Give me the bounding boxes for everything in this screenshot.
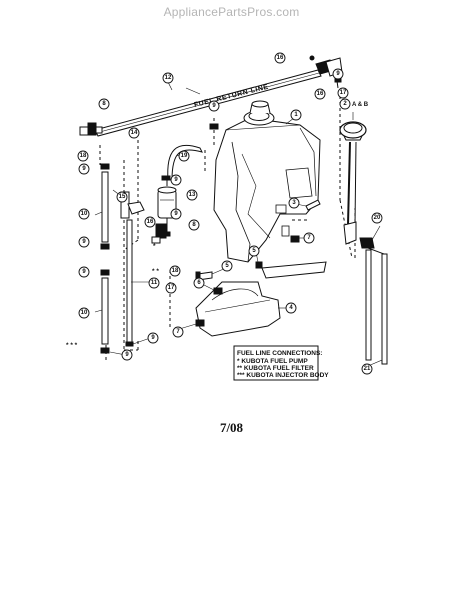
callout-5b: 5 <box>252 248 256 254</box>
callout-9e: 9 <box>82 166 86 172</box>
callout-9i: 9 <box>125 352 129 358</box>
callout-16c: 16 <box>317 91 324 97</box>
callout-19: 19 <box>181 153 188 159</box>
marker-single: * <box>153 243 156 250</box>
marker-double: * * <box>152 268 159 275</box>
callout-5: 5 <box>225 263 229 269</box>
fuel-return-line <box>94 69 322 137</box>
callout-12: 12 <box>165 75 172 81</box>
callout-14: 14 <box>131 130 138 136</box>
callout-9g: 9 <box>82 269 86 275</box>
callout-16a: 16 <box>147 219 154 225</box>
fuel-line-left-lower <box>101 277 109 345</box>
legend-line-1: * KUBOTA FUEL PUMP <box>237 358 308 365</box>
marker-triple: * * * <box>66 342 78 349</box>
fuel-line-left-upper <box>101 171 109 243</box>
callout-2-suffix: A & B <box>352 102 369 108</box>
callout-7b: 7 <box>176 329 180 335</box>
fuel-pump-assembly <box>120 191 167 244</box>
callout-3: 3 <box>292 200 296 206</box>
callout-9c: 9 <box>212 103 216 109</box>
callout-9h: 9 <box>151 335 155 341</box>
callout-8: 8 <box>102 101 106 107</box>
date-code: 7/08 <box>219 420 244 435</box>
callout-7: 7 <box>307 235 311 241</box>
vent-tube <box>167 144 203 181</box>
callout-18b: 18 <box>172 268 179 274</box>
tank-filler-neck <box>243 100 275 126</box>
fuel-tank <box>213 117 321 263</box>
legend-box: FUEL LINE CONNECTIONS: * KUBOTA FUEL PUM… <box>233 345 329 381</box>
callout-16b: 16 <box>277 55 284 61</box>
callout-20: 20 <box>374 215 381 221</box>
callout-4: 4 <box>289 305 293 311</box>
callout-10b: 10 <box>81 310 88 316</box>
fuel-gauge-cap <box>339 121 367 245</box>
tank-bracket <box>195 261 327 337</box>
return-line-left-fittings <box>79 122 103 136</box>
callout-15: 15 <box>119 194 126 200</box>
callout-2: 2 <box>343 101 347 107</box>
legend-line-2: ** KUBOTA FUEL FILTER <box>237 365 314 372</box>
callout-9d: 9 <box>336 71 340 77</box>
callout-11: 11 <box>151 280 158 286</box>
callout-17b: 17 <box>340 90 347 96</box>
callout-6: 6 <box>197 280 201 286</box>
watermark: AppliancePartsPros.com <box>163 5 300 19</box>
callout-10a: 10 <box>81 211 88 217</box>
callout-17a: 17 <box>168 285 175 291</box>
callout-9a: 9 <box>174 177 178 183</box>
callout-13: 13 <box>189 192 196 198</box>
callout-9f: 9 <box>82 239 86 245</box>
callout-21: 21 <box>364 366 371 372</box>
fuel-line-right <box>359 237 388 365</box>
callout-18: 18 <box>80 153 87 159</box>
callout-8b: 8 <box>192 222 196 228</box>
legend-line-3: *** KUBOTA INJECTOR BODY <box>237 372 329 379</box>
callout-1: 1 <box>294 112 298 118</box>
callout-9b: 9 <box>174 211 178 217</box>
callout-circles <box>77 52 383 375</box>
hose-clamps <box>100 77 342 354</box>
legend-title: FUEL LINE CONNECTIONS: <box>237 350 322 357</box>
bolts <box>195 199 321 327</box>
